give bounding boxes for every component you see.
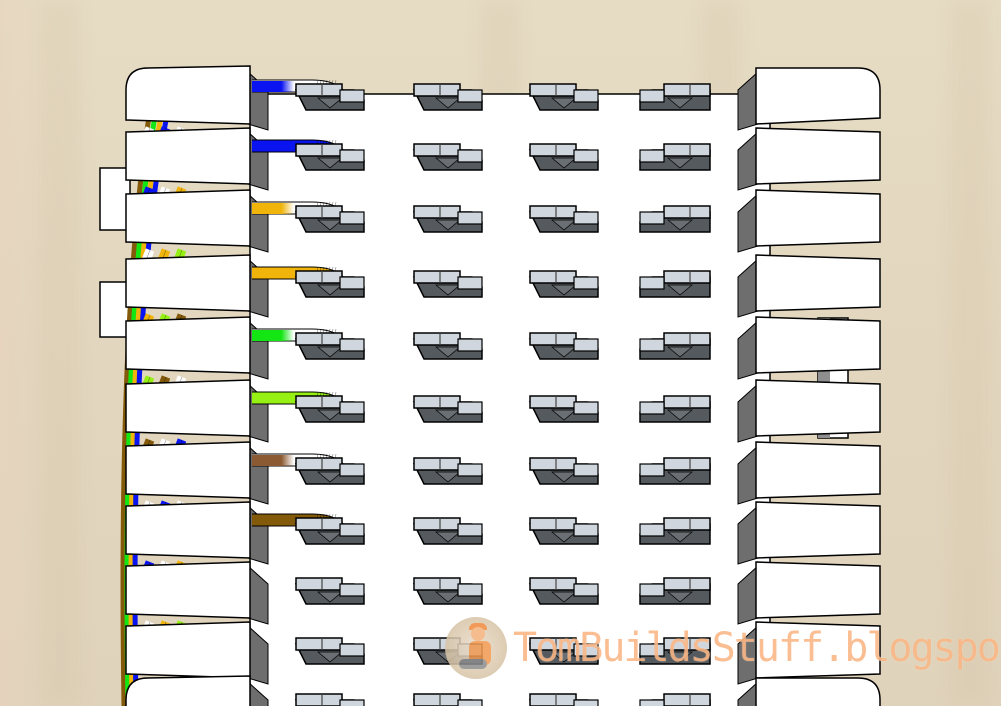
connecting-clip bbox=[528, 637, 599, 665]
connecting-clip bbox=[528, 332, 599, 360]
connecting-clip bbox=[528, 83, 599, 111]
connecting-clip bbox=[639, 395, 711, 423]
connecting-clip bbox=[412, 517, 483, 545]
connecting-clip bbox=[412, 205, 483, 233]
connecting-clip bbox=[412, 332, 483, 360]
connecting-clip bbox=[639, 693, 711, 706]
connecting-clip bbox=[294, 395, 365, 423]
connecting-clip bbox=[412, 577, 483, 605]
connecting-clip bbox=[639, 270, 711, 298]
connecting-clip bbox=[639, 517, 711, 545]
connecting-clip bbox=[528, 693, 599, 706]
watermark: TomBuildsStuff.blogspot.com bbox=[445, 617, 1001, 679]
connecting-clip bbox=[294, 83, 365, 111]
connecting-clip bbox=[639, 637, 711, 665]
left-fanning-strip bbox=[125, 65, 269, 706]
connecting-clip bbox=[528, 205, 599, 233]
connecting-clip bbox=[412, 270, 483, 298]
connecting-clip bbox=[639, 143, 711, 171]
left-standoff-upper bbox=[99, 167, 131, 231]
connecting-clip bbox=[294, 205, 365, 233]
connecting-clip bbox=[528, 457, 599, 485]
connecting-clip bbox=[528, 395, 599, 423]
connecting-clip bbox=[412, 457, 483, 485]
connecting-clip bbox=[639, 332, 711, 360]
connecting-clip bbox=[412, 143, 483, 171]
connecting-clip bbox=[528, 517, 599, 545]
left-standoff-lower bbox=[99, 281, 131, 338]
connecting-clip bbox=[412, 693, 483, 706]
connecting-clip bbox=[294, 637, 365, 665]
connecting-clip bbox=[294, 693, 365, 706]
connecting-clip bbox=[294, 332, 365, 360]
connecting-clip bbox=[294, 270, 365, 298]
connecting-clip bbox=[639, 205, 711, 233]
connecting-clip bbox=[528, 143, 599, 171]
connecting-clip bbox=[639, 83, 711, 111]
connecting-clip bbox=[412, 395, 483, 423]
connecting-clip bbox=[294, 143, 365, 171]
watermark-logo-icon bbox=[445, 617, 507, 679]
connecting-clip bbox=[528, 577, 599, 605]
connecting-clip bbox=[294, 577, 365, 605]
connecting-clip bbox=[294, 517, 365, 545]
connecting-clip bbox=[639, 457, 711, 485]
connecting-clip bbox=[639, 577, 711, 605]
connecting-clip bbox=[294, 457, 365, 485]
connecting-clip bbox=[528, 270, 599, 298]
right-fanning-strip bbox=[737, 67, 881, 706]
connecting-clip bbox=[412, 83, 483, 111]
watermark-text: TomBuildsStuff.blogspot.com bbox=[513, 625, 1001, 671]
